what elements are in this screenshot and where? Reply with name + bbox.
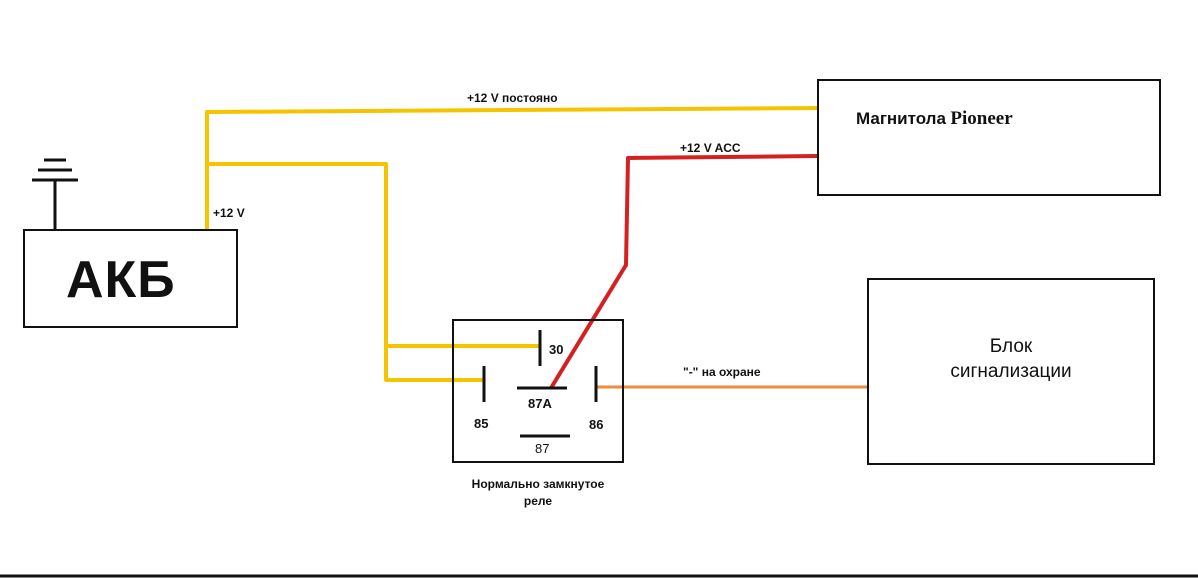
- battery-label: АКБ: [66, 251, 176, 309]
- battery-terminal-label: +12 V: [213, 206, 245, 220]
- alarm-label-line2: сигнализации: [950, 361, 1072, 382]
- relay-caption-line2: реле: [523, 494, 553, 508]
- pin-87-label: 87: [535, 441, 550, 456]
- relay-feed-wire: [207, 162, 484, 382]
- alarm-label: Блок сигнализации: [868, 334, 1154, 384]
- constant-wire-label: +12 V постояно: [467, 91, 558, 105]
- alarm-label-line1: Блок: [989, 336, 1033, 357]
- antenna-icon: [32, 158, 78, 230]
- arm-negative-label: "-" на охране: [683, 365, 761, 379]
- constant-plus12-wire: [205, 106, 819, 230]
- battery-box: [23, 229, 238, 328]
- radio-label: Магнитола: [856, 109, 946, 128]
- radio-box: [817, 79, 1161, 196]
- acc-wire: [549, 154, 819, 390]
- relay-contacts: [482, 330, 598, 438]
- pin-86-label: 86: [589, 417, 604, 432]
- relay-caption-line1: Нормально замкнутое: [471, 477, 605, 491]
- radio-title: Магнитола Pioneer: [856, 108, 1013, 130]
- acc-wire-label: +12 V ACC: [680, 141, 741, 155]
- alarm-box: [867, 278, 1155, 465]
- pin-30-label: 30: [549, 342, 564, 357]
- pin-85-label: 85: [474, 416, 489, 431]
- relay-caption: Нормально замкнутое реле: [438, 476, 638, 510]
- plus12-wires: [205, 106, 819, 382]
- relay-box: [452, 319, 624, 463]
- radio-brand: Pioneer: [950, 108, 1013, 129]
- pin-87a-label: 87A: [528, 396, 552, 411]
